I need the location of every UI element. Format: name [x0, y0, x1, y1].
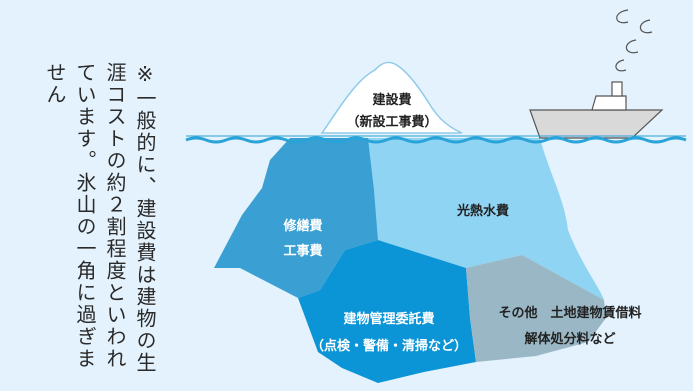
demolition-label: 解体処分料など	[523, 331, 615, 347]
ship-funnel	[611, 81, 623, 97]
ship	[529, 9, 664, 139]
smoke	[615, 9, 653, 72]
new-construction-label: （新設工事費）	[346, 114, 437, 130]
ship-hull	[529, 109, 664, 139]
building-management-label: 建物管理委託費	[343, 311, 434, 327]
utilities-region	[368, 138, 604, 300]
utilities-label: 光熱水費	[456, 203, 509, 219]
management-region	[298, 240, 476, 383]
ship-cabin	[591, 95, 627, 111]
other-region	[466, 255, 606, 362]
lifecycle-cost-note: ※一般的に、建設費は建物の生涯コストの約２割程度といわれています。氷山の一角に過…	[43, 62, 157, 374]
repair-region	[214, 138, 378, 298]
management-examples-label: （点検・警備・清掃など）	[311, 338, 467, 354]
repair-label: 修繕費	[282, 218, 322, 234]
construction-cost-label: 建設費	[372, 92, 411, 108]
water-line	[185, 136, 687, 144]
other-costs-label: その他 土地建物賃借料	[498, 305, 641, 321]
construction-work-label: 工事費	[283, 243, 322, 259]
iceberg-tip	[320, 61, 463, 134]
